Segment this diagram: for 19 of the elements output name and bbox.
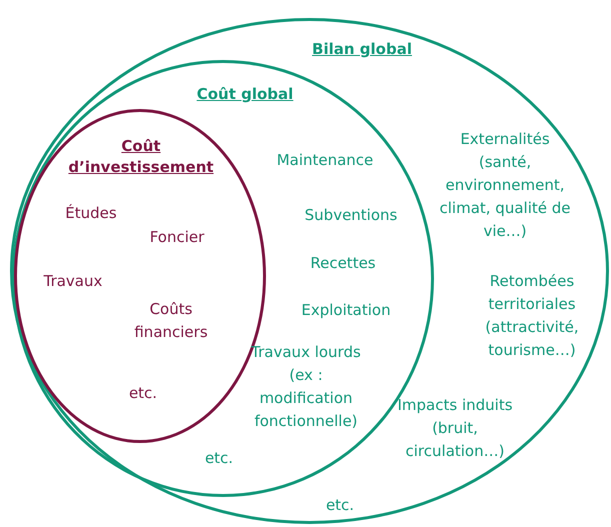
item-label: Maintenance: [276, 150, 374, 171]
item-label: Études: [64, 203, 118, 224]
item-label: Retombées territoriales (attractivité, tourisme…): [484, 271, 580, 361]
item-label: Recettes: [309, 253, 377, 274]
item-label: etc.: [128, 383, 158, 404]
item-label: Exploitation: [300, 300, 392, 321]
item-label: etc.: [324, 495, 356, 516]
item-label: Travaux lourds (ex : modification fonctionnelle): [250, 342, 362, 432]
item-label: Travaux: [42, 271, 104, 292]
item-label: etc.: [204, 448, 234, 469]
item-label: Subventions: [304, 205, 398, 226]
item-label: Impacts induits (bruit, circulation…): [396, 395, 514, 462]
item-label: Externalités (santé, environnement, climat, qualité de vie…): [438, 129, 572, 242]
ellipse: [10, 18, 609, 524]
item-label: Foncier: [148, 227, 206, 248]
item-label: Coûts financiers: [133, 299, 209, 343]
heading: Coût global: [196, 84, 294, 105]
heading: Coût d’investissement: [67, 136, 215, 178]
heading: Bilan global: [311, 39, 413, 60]
